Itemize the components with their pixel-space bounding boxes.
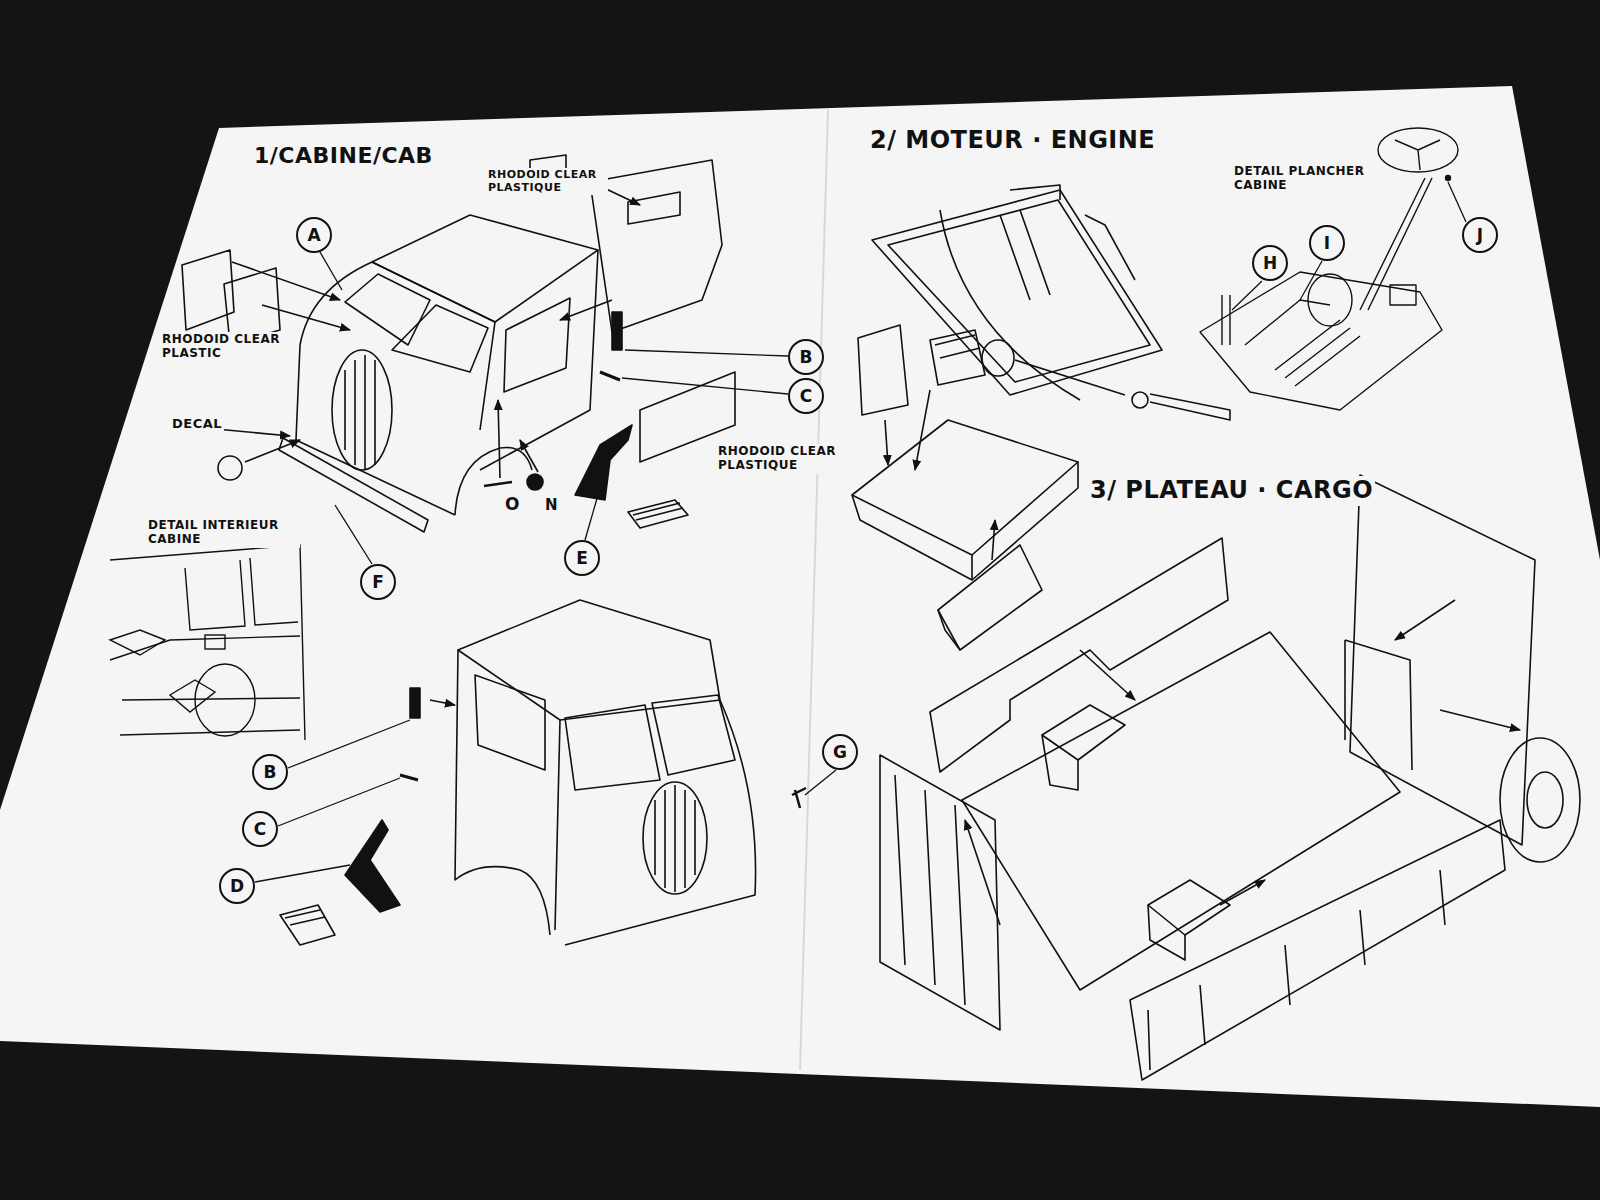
part-note: N [543, 496, 560, 515]
cab-floor-detail [1200, 128, 1458, 410]
part-note: O [503, 494, 522, 516]
callout-circle: E [564, 540, 600, 576]
callout-circle: B [252, 754, 288, 790]
callout-circle: C [242, 811, 278, 847]
callout-circle: D [219, 868, 255, 904]
part-note: DECAL [170, 416, 224, 433]
callout-letter: A [307, 227, 320, 244]
callout-circle: C [788, 378, 824, 414]
callout-letter: D [230, 878, 244, 895]
cargo-bed [880, 475, 1580, 1080]
fold-line [800, 110, 828, 1070]
callout-circle: A [296, 217, 332, 253]
cab-assembled [280, 600, 806, 945]
callout-circle: G [822, 734, 858, 770]
section-heading: 3/ PLATEAU · CARGO [1088, 476, 1375, 506]
callout-circle: J [1462, 217, 1498, 253]
callout-letter: E [576, 550, 588, 567]
callout-letter: J [1477, 227, 1483, 244]
callout-letter: B [800, 349, 813, 366]
callout-letter: H [1263, 255, 1277, 272]
part-note: DETAIL PLANCHER CABINE [1232, 164, 1386, 194]
engine-assembly [852, 185, 1230, 650]
callout-letter: C [800, 388, 812, 405]
cab-interior-detail [110, 545, 305, 740]
section-heading: 1/CABINE/CAB [252, 142, 435, 169]
part-note: DETAIL INTERIEUR CABINE [146, 518, 300, 548]
part-note: RHODOID CLEAR PLASTIQUE [486, 168, 608, 195]
part-note: RHODOID CLEAR PLASTIQUE [716, 444, 840, 474]
callout-circle: I [1309, 225, 1345, 261]
callout-letter: C [254, 821, 266, 838]
part-note: RHODOID CLEAR PLASTIC [160, 332, 284, 362]
section-heading: 2/ MOTEUR · ENGINE [868, 126, 1157, 156]
callout-circle: H [1252, 245, 1288, 281]
callout-circle: F [360, 564, 396, 600]
callout-letter: B [264, 764, 277, 781]
callout-circle: B [788, 339, 824, 375]
paper-sheet [0, 86, 1600, 1107]
callout-letter: I [1324, 235, 1330, 252]
callout-letter: F [372, 574, 384, 591]
leader-lines [255, 182, 1466, 882]
callout-letter: G [833, 744, 847, 761]
